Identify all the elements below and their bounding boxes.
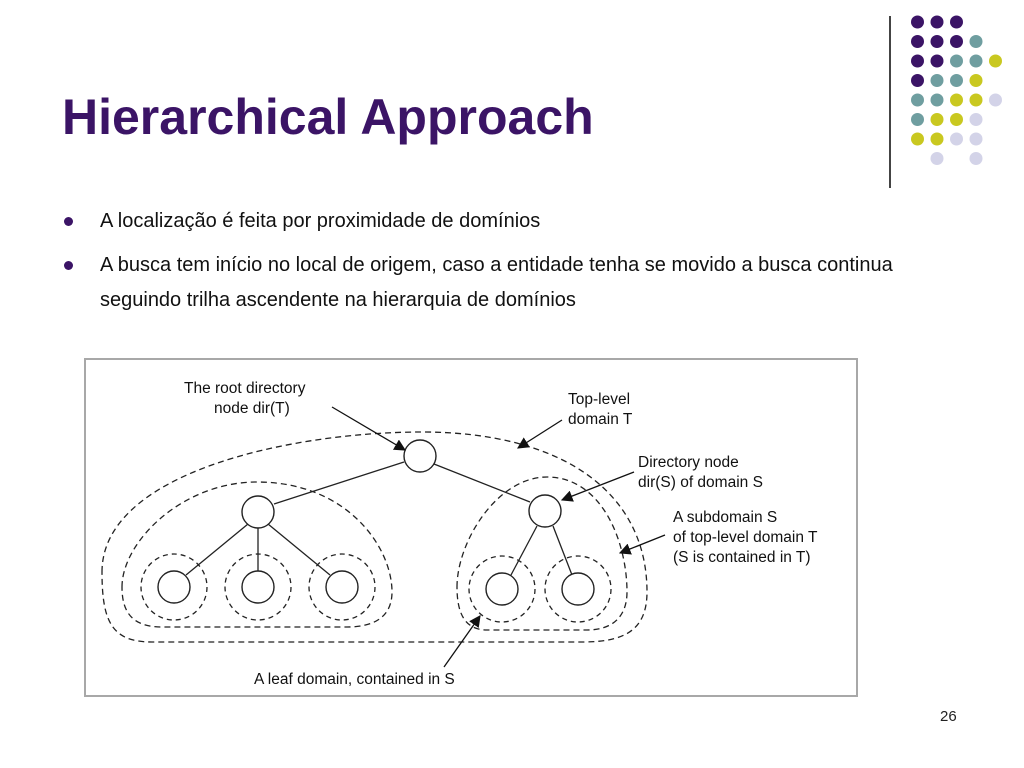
decorative-dot <box>950 54 963 68</box>
decorative-dot <box>969 152 983 165</box>
directory-node <box>241 495 275 529</box>
tree-edge <box>267 523 331 576</box>
decorative-vertical-line <box>889 16 891 188</box>
decorative-dot <box>930 152 944 165</box>
decorative-dot <box>930 74 944 87</box>
decorative-dot <box>969 35 983 48</box>
decorative-dot <box>930 35 944 48</box>
decorative-dot <box>930 132 944 146</box>
tree-edge <box>433 463 531 503</box>
decorative-dot <box>950 74 963 87</box>
bullet-item: A localização é feita por proximidade de… <box>62 204 922 239</box>
decorative-dot <box>911 15 924 29</box>
leaf-domain-boundary <box>140 553 208 621</box>
dirnode-label: Directory node <box>638 454 739 471</box>
root-label: node dir(T) <box>214 400 290 417</box>
bullet-item: A busca tem início no local de origem, c… <box>62 248 922 318</box>
leaf-callout-arrow <box>443 615 481 668</box>
toplevel-label: domain T <box>568 411 633 428</box>
decorative-dot <box>911 74 924 87</box>
bullet-text: A localização é feita por proximidade de… <box>100 210 541 232</box>
toplevel-label: Top-level <box>568 391 630 408</box>
decorative-dot <box>930 93 944 107</box>
decorative-dot <box>969 74 983 87</box>
leaf-node <box>325 570 359 604</box>
root-callout-arrow <box>331 406 407 451</box>
root-directory-node <box>403 439 437 473</box>
leaf-node <box>157 570 191 604</box>
decorative-dot <box>950 15 963 29</box>
leaf-domain-boundary <box>308 553 376 621</box>
decorative-dot <box>911 93 924 107</box>
decorative-dot <box>950 35 963 48</box>
decorative-dot <box>911 35 924 48</box>
toplevel-callout-arrow <box>517 419 563 449</box>
leaf-domain-boundary <box>544 555 612 623</box>
tree-edge <box>552 525 573 576</box>
leaf-node <box>561 572 595 606</box>
decorative-dot <box>969 132 983 146</box>
subdomain-callout-arrow <box>618 534 666 555</box>
decorative-dot <box>969 113 983 126</box>
dirnode-callout-arrow <box>560 471 635 502</box>
slide-title: Hierarchical Approach <box>62 89 594 145</box>
decorative-dot <box>930 113 944 126</box>
decorative-dot <box>911 113 924 126</box>
decorative-dot <box>950 93 963 107</box>
bullet-text: A busca tem início no local de origem, c… <box>100 254 893 311</box>
left-subdomain-boundary <box>121 481 393 628</box>
decorative-dot <box>930 54 944 68</box>
leaf-domain-boundary <box>468 555 536 623</box>
decorative-dot <box>911 132 924 146</box>
bullet-dot-icon <box>64 217 73 226</box>
subdomain-label: of top-level domain T <box>673 529 818 546</box>
page-number: 26 <box>940 708 957 725</box>
bullet-dot-icon <box>64 261 73 270</box>
bullet-list: A localização é feita por proximidade de… <box>62 204 922 327</box>
leaf-node <box>241 570 275 604</box>
decorative-dot <box>989 54 1002 68</box>
tree-edge <box>273 461 405 505</box>
subdomain-label: (S is contained in T) <box>673 549 811 566</box>
decorative-dot <box>969 54 983 68</box>
decorative-dot <box>989 93 1002 107</box>
tree-edge <box>510 525 538 576</box>
root-label: The root directory <box>184 380 306 397</box>
decorative-dot <box>930 15 944 29</box>
decorative-dot <box>950 113 963 126</box>
top-level-domain-boundary <box>101 431 648 643</box>
leaf-node <box>485 572 519 606</box>
hierarchy-figure: The root directory node dir(T) Top-level… <box>84 358 858 697</box>
directory-node-dir-s <box>528 494 562 528</box>
subdomain-label: A subdomain S <box>673 509 777 526</box>
tree-edge <box>185 523 249 576</box>
decorative-dot <box>911 54 924 68</box>
decorative-dot-grid <box>911 15 1002 165</box>
hierarchy-diagram: The root directory node dir(T) Top-level… <box>101 380 818 688</box>
decorative-dot <box>969 93 983 107</box>
dirnode-label: dir(S) of domain S <box>638 474 763 491</box>
leaf-label: A leaf domain, contained in S <box>254 671 455 688</box>
decorative-dot <box>950 132 963 146</box>
